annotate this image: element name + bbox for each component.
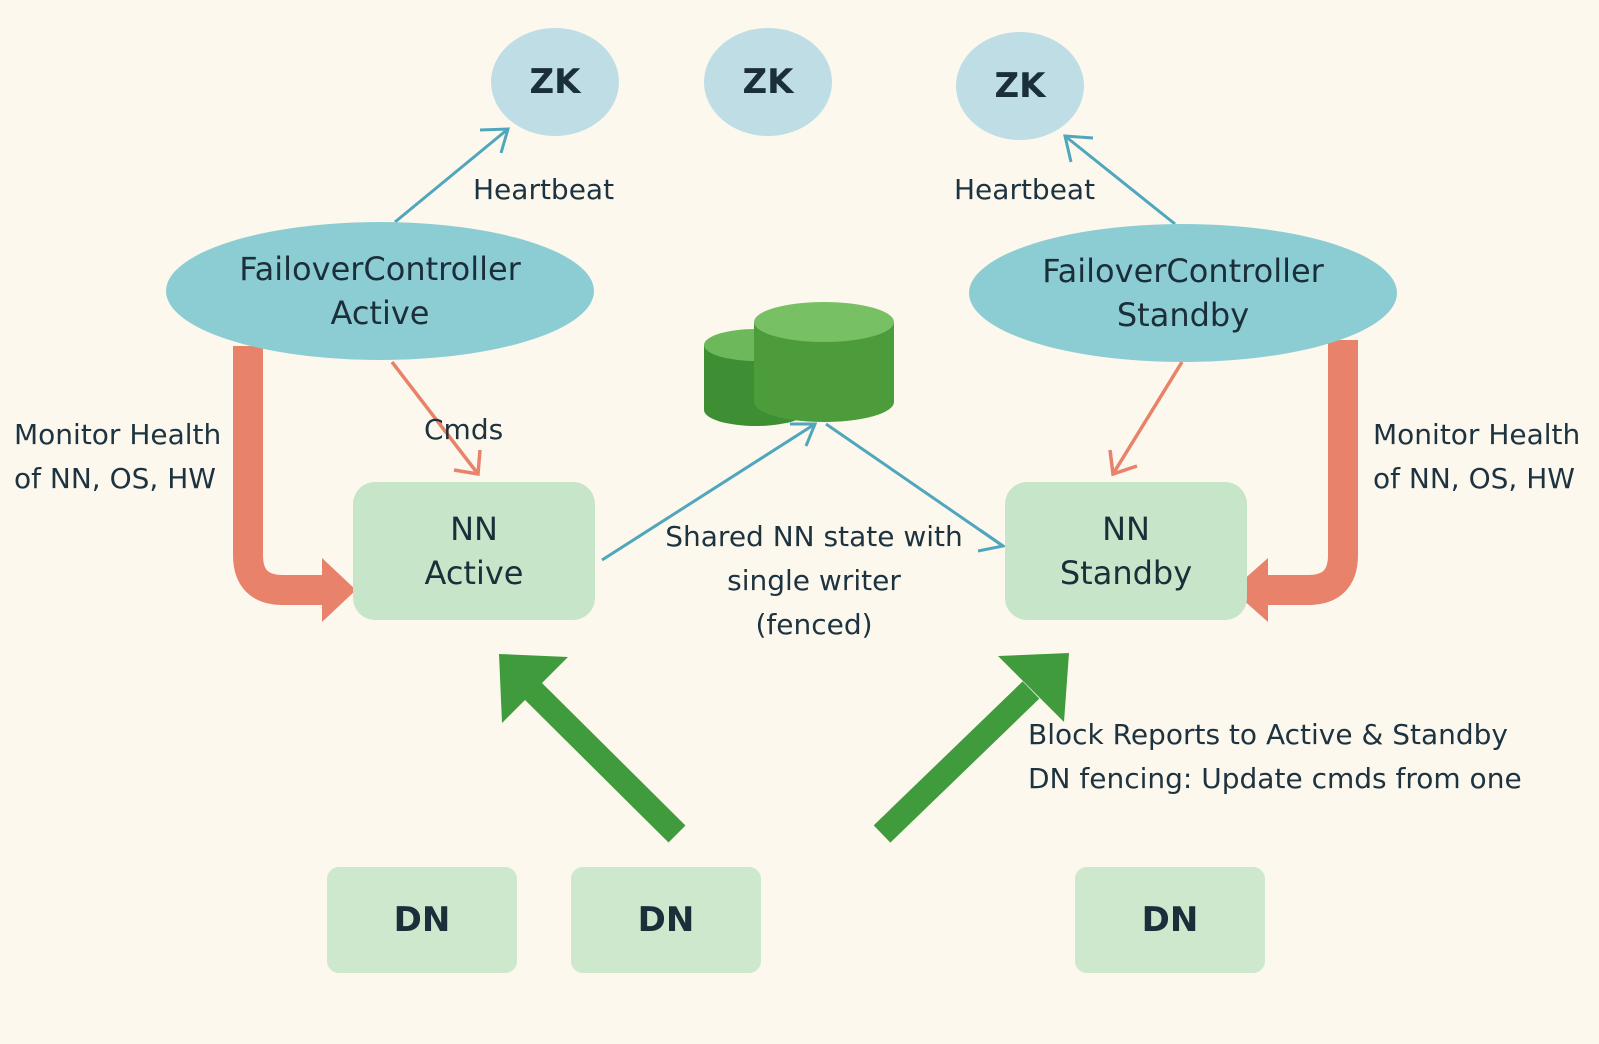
block-report-arrowhead-left [499,654,568,723]
dn-label: DN [1141,900,1199,940]
zk-node-3: ZK [956,32,1084,140]
shared-storage-icon [704,302,894,426]
shared-state-line1: Shared NN state with [665,520,963,553]
nn-standby-line2: Standby [1059,554,1193,592]
cmds-arrow-left [390,360,480,476]
heartbeat-label-left: Heartbeat [473,173,615,206]
block-reports-label: Block Reports to Active & Standby DN fen… [1028,713,1522,801]
block-report-arrowhead-right [998,653,1069,722]
shared-state-line2: single writer [727,564,901,597]
shared-state-arrowhead-standby [977,528,1007,553]
cmds-arrowhead-left [453,449,482,477]
monitor-arrowhead-right [1232,558,1268,622]
nn-standby-line1: NN [1102,510,1150,548]
failover-controller-standby: FailoverController Standby [969,224,1397,362]
cmds-label: Cmds [424,413,504,446]
datanode-2: DN [571,867,761,973]
shared-state-label: Shared NN state with single writer (fenc… [654,515,974,647]
zk-node-2: ZK [704,28,832,136]
namenode-standby: NN Standby [1005,482,1247,620]
zk-label: ZK [742,62,794,102]
dn-label: DN [393,900,451,940]
fc-active-line1: FailoverController [239,250,521,288]
block-report-arrow-right [873,681,1040,843]
monitor-health-label-left: Monitor Health of NN, OS, HW [14,413,221,501]
monitor-health-label-right: Monitor Health of NN, OS, HW [1373,413,1580,501]
monitor-left-line1: Monitor Health [14,418,222,451]
zk-node-1: ZK [491,28,619,136]
heartbeat-arrow-right [1064,134,1176,226]
dn-label: DN [637,900,695,940]
monitor-arrow-right [1260,340,1358,605]
datanode-1: DN [327,867,517,973]
block-report-arrow-left [523,681,686,843]
shared-state-arrowhead-active [790,422,818,447]
nn-active-line1: NN [450,510,498,548]
cmds-arrowhead-right [1108,449,1138,477]
block-reports-line2: DN fencing: Update cmds from one [1028,762,1522,795]
monitor-left-line2: of NN, OS, HW [14,462,216,495]
shared-state-line3: (fenced) [755,608,873,641]
namenode-active: NN Active [353,482,595,620]
heartbeat-arrow-left [394,127,509,224]
monitor-right-line1: Monitor Health [1373,418,1581,451]
monitor-arrow-left [233,346,330,605]
failover-controller-active: FailoverController Active [166,222,594,360]
monitor-arrowhead-left [322,558,356,622]
monitor-right-line2: of NN, OS, HW [1373,462,1575,495]
shared-state-line-active [601,422,816,562]
zk-label: ZK [529,62,581,102]
nn-active-line2: Active [424,554,524,592]
datanode-3: DN [1075,867,1265,973]
shared-state-line-standby [825,422,1004,548]
cmds-arrow-right [1111,361,1184,475]
heartbeat-label-right: Heartbeat [954,173,1096,206]
heartbeat-arrowhead-right [1063,134,1094,163]
zk-label: ZK [994,66,1046,106]
storage-cylinder-front [754,302,894,422]
fc-standby-line1: FailoverController [1042,252,1324,290]
fc-active-line2: Active [330,294,430,332]
fc-standby-line2: Standby [1116,296,1250,334]
heartbeat-arrowhead-left [479,127,511,154]
block-reports-line1: Block Reports to Active & Standby [1028,718,1508,751]
